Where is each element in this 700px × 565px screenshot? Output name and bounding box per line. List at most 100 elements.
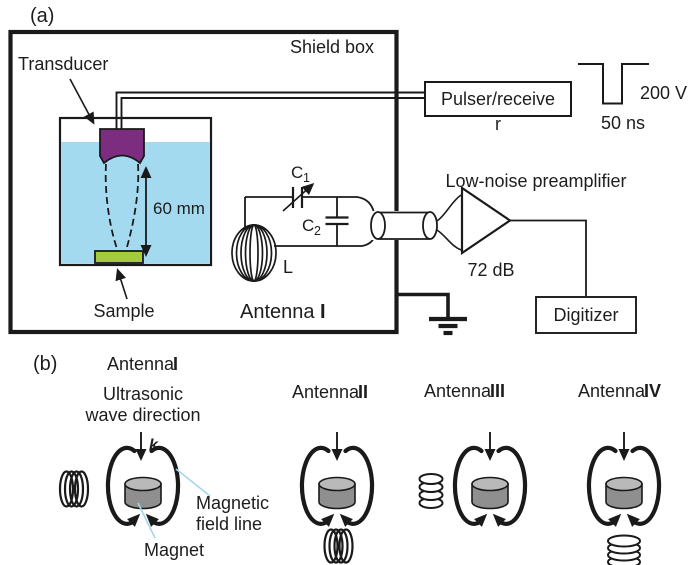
field-line-label-line2: field line: [196, 514, 262, 534]
coil-turn: [249, 224, 259, 282]
transducer-label: Transducer: [18, 54, 108, 74]
antenna-3-diagram: Antenna III: [418, 381, 528, 527]
antenna-2-diagram: Antenna II: [292, 382, 375, 564]
wave-vector-label: k: [149, 437, 159, 454]
coax-left-end: [370, 211, 386, 240]
antenna-2-title-numeral: II: [358, 382, 368, 402]
cable-inner-line: [120, 97, 425, 130]
magnet-top-face: [605, 476, 643, 492]
capacitor-c2-subscript: 2: [314, 224, 321, 238]
pulse-voltage-label: 200 V: [640, 83, 687, 103]
magnetic-field-lines: [299, 445, 375, 526]
magnetic-field-lines: [452, 445, 528, 526]
transducer: [99, 128, 145, 165]
antenna-3-title-word: Antenna: [424, 381, 492, 401]
ultrasonic-label-line2: wave direction: [84, 405, 200, 425]
preamplifier: [436, 185, 512, 256]
field-line-right: [630, 445, 662, 526]
panel-a-tag: (a): [30, 5, 54, 27]
coil-turn: [244, 224, 264, 282]
antenna-4-title-word: Antenna: [578, 381, 646, 401]
coil-loop: [328, 528, 344, 564]
antenna-1-diagram: Antenna I Ultrasonic wave direction k Ma…: [58, 354, 269, 560]
coil-loop: [73, 470, 90, 508]
field-line-right: [496, 445, 528, 526]
inductor-coil: [231, 224, 277, 282]
amp-input-top-lead: [436, 194, 462, 222]
antenna-4-pancake-coil: [607, 534, 641, 565]
coax-feedthrough: [370, 211, 438, 240]
magnet-pointer: [137, 502, 156, 539]
field-arrowhead-right: [145, 513, 159, 527]
field-line-left: [586, 445, 618, 526]
antenna-circuit: [231, 182, 375, 282]
antenna-4-diagram: Antenna IV: [578, 381, 662, 565]
field-line-left: [105, 445, 137, 526]
coil-turn: [231, 224, 277, 282]
field-line-right: [343, 445, 375, 526]
coil-loop: [68, 470, 85, 508]
magnetic-field-lines: [586, 445, 662, 526]
antenna-1-solenoid-coil: [58, 470, 90, 508]
field-arrowhead-left: [321, 513, 335, 527]
field-arrowhead-left: [127, 513, 141, 527]
coil-loop: [333, 528, 349, 564]
preamp-label: Low-noise preamplifier: [445, 171, 626, 191]
pulser-label-line2: r: [495, 114, 501, 134]
coax-body-lines: [378, 211, 430, 240]
ground-wire: [397, 292, 450, 317]
field-arrowhead-right: [492, 513, 506, 527]
distance-label: 60 mm: [153, 199, 205, 218]
antenna-4-title-numeral: IV: [644, 381, 661, 401]
digitizer-label: Digitizer: [553, 305, 618, 325]
field-arrowhead-right: [339, 513, 353, 527]
field-line-left: [452, 445, 484, 526]
antenna-2-solenoid-coil: [323, 528, 354, 564]
amp-output-wire: [510, 219, 587, 296]
gain-label: 72 dB: [467, 260, 514, 280]
transducer-cable: [115, 91, 425, 130]
capacitor-c1-label: C: [291, 163, 303, 182]
antenna-3-pancake-coil: [418, 473, 444, 509]
inductor-label: L: [283, 257, 293, 277]
shield-box-label: Shield box: [290, 37, 374, 57]
coil-loop: [418, 473, 444, 485]
antenna-a-label-word: Antenna: [240, 301, 315, 323]
magnet-top-face: [471, 476, 509, 492]
circuit-bottom-wire: [274, 236, 375, 247]
circuit-top-wire: [245, 196, 375, 214]
field-arrowhead-left: [608, 513, 622, 527]
field-line-left: [299, 445, 331, 526]
amplifier-triangle: [460, 185, 512, 256]
antenna-3-title-numeral: III: [490, 381, 505, 401]
ultrasonic-label-line1: Ultrasonic: [103, 384, 183, 404]
pulse-waveform: [578, 63, 649, 105]
shield-box-outline: [8, 29, 399, 335]
field-arrowhead-right: [626, 513, 640, 527]
pulser-label-line1: Pulser/receive: [441, 89, 555, 109]
digitizer-box: [535, 296, 637, 334]
antenna-2-title-word: Antenna: [292, 382, 360, 402]
transducer-pointer-arrow: [69, 78, 95, 125]
magnet-label: Magnet: [144, 540, 204, 560]
antenna-1-title-word: Antenna: [107, 354, 175, 374]
magnetic-field-lines: [105, 445, 181, 526]
coil-loop: [607, 534, 641, 548]
antenna-1-title-numeral: I: [173, 354, 178, 374]
sample-pointer-arrow: [115, 268, 128, 300]
coil-loop: [338, 528, 354, 564]
sample: [94, 250, 144, 264]
field-line-right: [149, 445, 181, 526]
capacitor-c1-variable-arrow: [282, 182, 315, 212]
cable-outer-line: [115, 91, 425, 130]
capacitor-c2-label: C: [302, 216, 314, 235]
coax-right-end: [422, 211, 438, 240]
capacitor-c2-plates: [325, 216, 349, 226]
coil-loop: [323, 528, 339, 564]
magnet-top-face: [124, 476, 162, 492]
field-line-label-line1: Magnetic: [196, 493, 269, 513]
field-arrowhead-left: [474, 513, 488, 527]
coil-loop: [63, 470, 80, 508]
